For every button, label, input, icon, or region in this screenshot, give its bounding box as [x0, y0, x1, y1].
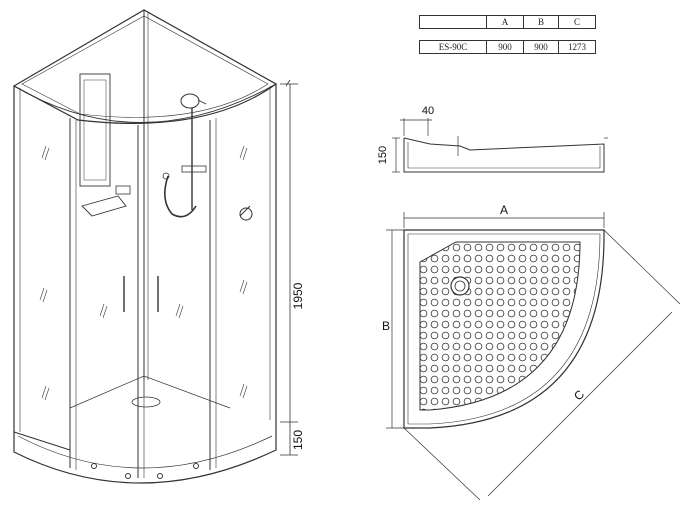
profile-lip-label: 40 — [422, 105, 434, 117]
cabin-tray — [13, 420, 277, 484]
drain-icon — [450, 276, 470, 296]
height-total-label: 1950 — [291, 282, 305, 309]
cabin-height-dimension — [280, 79, 298, 456]
spec-value-c: 1273 — [558, 40, 596, 54]
tray-depth-label: B — [382, 319, 390, 333]
tray-width-label: A — [500, 203, 508, 217]
spec-header-c: C — [558, 15, 596, 29]
shower-cabin-drawing — [12, 9, 278, 484]
tray-height-label: 150 — [291, 430, 305, 450]
spec-table-row: ES-90C 900 900 1273 — [419, 40, 596, 54]
glass-reflections — [39, 145, 248, 401]
spec-table-header: A B C — [419, 15, 596, 29]
tray-plan-drawing — [386, 212, 681, 501]
tray-diagonal-label: C — [571, 387, 587, 403]
profile-height-label: 150 — [377, 146, 389, 164]
spec-header-a: A — [486, 15, 524, 29]
tray-profile-drawing — [392, 118, 608, 173]
